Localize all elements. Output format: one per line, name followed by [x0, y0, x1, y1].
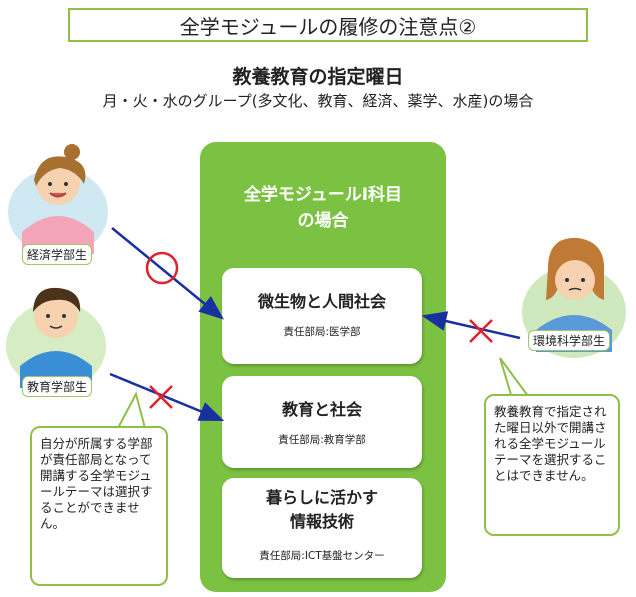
course-card-microbiology: 微生物と人間社会 責任部局:医学部: [222, 268, 422, 364]
panel-title-line2: の場合: [297, 211, 349, 231]
arrow-education: [109, 372, 225, 422]
denied-cross-mark-environmental: [469, 319, 493, 343]
denied-cross-mark-education: [149, 385, 173, 409]
subtitle: 教養教育の指定曜日: [232, 66, 404, 88]
student-label-economics: 経済学部生: [22, 244, 93, 265]
course-name: 教育と社会: [281, 400, 362, 419]
panel-title-line1: 全学モジュールⅠ科目: [243, 185, 403, 205]
course-dept: 責任部局:ICT基盤センター: [259, 550, 385, 562]
economics-student-avatar: [8, 144, 108, 256]
course-card-ict: 暮らしに活かす 情報技術 責任部局:ICT基盤センター: [222, 478, 422, 578]
course-dept: 責任部局:教育学部: [278, 434, 366, 446]
student-label-education: 教育学部生: [22, 376, 93, 397]
title-box: 全学モジュールの履修の注意点②: [68, 8, 588, 42]
course-name-line2: 情報技術: [289, 512, 354, 531]
course-name: 微生物と人間社会: [257, 292, 386, 311]
page-title: 全学モジュールの履修の注意点②: [179, 14, 477, 39]
left-warning-bubble: 自分が所属する学部が責任部局となって開講する全学モジュールテーマは選択することが…: [30, 426, 168, 586]
course-name: 暮らしに活かす 情報技術: [222, 486, 422, 534]
student-label-environmental: 環境科学部生: [528, 330, 611, 351]
course-name-line1: 暮らしに活かす: [265, 488, 378, 507]
course-card-education: 教育と社会 責任部局:教育学部: [222, 376, 422, 468]
course-dept: 責任部局:医学部: [283, 326, 361, 338]
right-bubble-tail: [499, 357, 530, 400]
education-student-avatar: [6, 287, 106, 390]
subtitle-groups: 月・火・水のグループ(多文化、教育、経済、薬学、水産)の場合: [102, 92, 534, 110]
arrow-environmental: [421, 311, 521, 340]
arrow-economics: [111, 227, 224, 320]
allowed-circle-mark: [145, 251, 179, 285]
right-warning-bubble: 教養教育で指定された曜日以外で開講される全学モジュールテーマを選択することはでき…: [484, 394, 620, 536]
panel-title: 全学モジュールⅠ科目 の場合: [200, 182, 446, 234]
